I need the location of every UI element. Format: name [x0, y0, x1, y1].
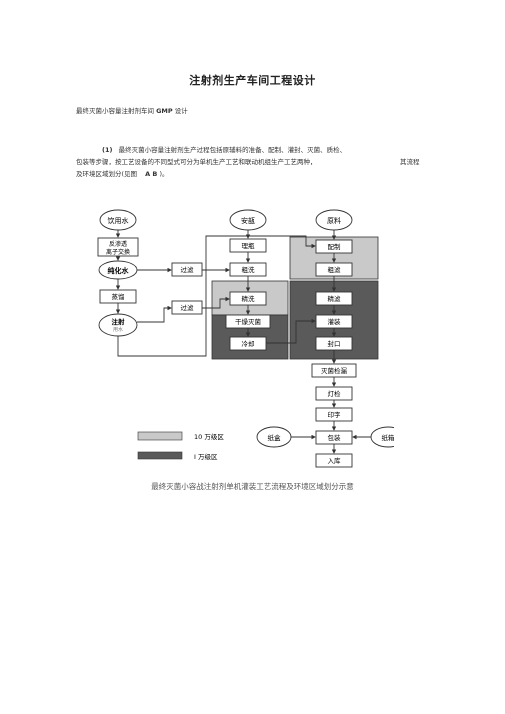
node-drinking-water-label: 饮用水 [108, 216, 129, 225]
node-filling-label: 灌装 [328, 317, 342, 326]
edge-injection-compound [117, 235, 316, 357]
node-injection-water-label-b: 用水 [113, 326, 123, 333]
node-sealing-label: 封口 [328, 339, 341, 348]
node-compounding-label: 配制 [328, 242, 342, 251]
node-cooling [229, 336, 267, 351]
paragraph-line-2-tail: 其流程 [400, 158, 420, 166]
paragraph-number: (1) [102, 146, 113, 154]
section-heading-tail: 设计 [174, 107, 188, 115]
node-purified-water-label: 纯化水 [108, 266, 130, 275]
node-carton-label: 纸箱 [382, 433, 395, 442]
node-warehouse-label: 入库 [328, 456, 342, 465]
edge-cool-filling [266, 318, 316, 344]
legend-swatch-100k [137, 431, 183, 441]
paragraph-line-1: (1) 最终灭菌小容量注射剂生产过程包括原辅料的准备、配制、灌封、灭菌、质检、 [102, 146, 346, 155]
document-title: 注射剂生产车间工程设计 [189, 74, 316, 87]
figure-caption: 最终灭菌小容战注射剂单机灌装工艺流程及环境区域划分示意 [151, 482, 354, 491]
node-filter-2-label: 过滤 [181, 303, 195, 312]
node-ro-label-a: 反渗透 [109, 240, 127, 248]
node-fine-filter-label: 精滤 [328, 294, 342, 303]
section-heading-text: 最终灭菌小容量注射剂车间 [76, 107, 154, 115]
node-dry-sterilize-label: 干燥灭菌 [235, 317, 262, 326]
node-light-inspection-label: 灯检 [328, 389, 342, 398]
node-filter-1-label: 过滤 [181, 265, 195, 274]
node-filter-1 [171, 262, 203, 277]
section-heading: 最终灭菌小容量注射剂车间 GMP 设计 [76, 105, 188, 115]
node-fine-wash-label: 精洗 [242, 294, 256, 303]
node-injection-water-label-a: 注射 [112, 317, 126, 326]
legend-swatch-10k [137, 451, 183, 460]
legend-label-100k: 10 万级区 [194, 432, 224, 441]
node-printing-label: 印字 [328, 410, 342, 419]
edge-injection-filter2 [137, 305, 172, 323]
node-ro-label-b: 离子交换 [106, 248, 130, 256]
paragraph-line-3: 及环境区域划分(见图 A B )。 [76, 170, 169, 179]
node-rough-wash-label: 粗洗 [242, 265, 256, 274]
node-sterilize-leak-test-label: 灭菌检漏 [321, 366, 348, 375]
paragraph-line-3-end: )。 [159, 170, 169, 178]
node-paper-box-label: 纸盒 [268, 433, 282, 442]
paragraph-line-3-text: 及环境区域划分(见图 [76, 170, 138, 178]
paragraph-line-2: 包装等步骤，按工艺设备的不同型式可分为单机生产工艺和联动机组生产工艺两种， [76, 158, 317, 166]
node-distillation-label: 蒸馏 [112, 292, 126, 301]
node-raw-material-label: 原料 [327, 216, 341, 225]
gmp-label: GMP [156, 107, 173, 115]
node-filter-2 [171, 300, 203, 315]
process-flow-diagram: 饮用水 反渗透 离子交换 纯化水 蒸馏 注射 用水 过滤 过滤 安瓿 理瓶 粗洗… [97, 209, 395, 468]
node-coarse-filter-label: 粗滤 [328, 265, 342, 274]
edge-filter2-finewash [202, 296, 230, 309]
node-warehouse [315, 453, 353, 468]
node-ampoule-label: 安瓿 [241, 216, 255, 225]
node-sort-bottles-label: 理瓶 [242, 242, 256, 250]
node-cooling-label: 冷却 [242, 339, 255, 348]
legend-label-10k: I 万级区 [194, 452, 218, 461]
figure-reference: A B [145, 170, 158, 178]
paragraph-line-1-text: 最终灭菌小容量注射剂生产过程包括原辅料的准备、配制、灌封、灭菌、质检、 [118, 146, 347, 154]
node-packaging-label: 包装 [328, 433, 342, 442]
